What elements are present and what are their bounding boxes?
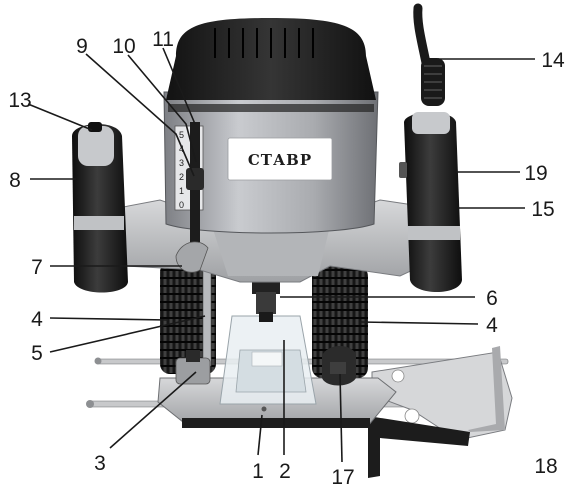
depth-scale: 0 1 2 3 4 5 [174,122,204,242]
fine-adjust-knob [322,345,356,386]
callout-13: 13 [8,89,31,112]
callout-14: 14 [541,49,565,72]
callout-labels: 1 2 3 4 4 5 6 7 8 9 10 11 13 14 15 17 18… [8,28,565,489]
callout-17: 17 [331,466,354,489]
left-handle [72,122,128,293]
callout-11: 11 [152,28,174,51]
leader-9 [85,53,195,177]
leader-4b [359,321,479,325]
right-handle [399,112,462,292]
scale-tick-4: 4 [179,144,184,154]
leader-13 [27,103,93,131]
scale-tick-2: 2 [179,172,184,182]
scale-tick-0: 0 [179,200,184,210]
callout-19: 19 [524,162,547,185]
leader-4a [49,317,169,321]
leader-lines [27,47,535,463]
chip-guard [219,315,317,405]
motor-top-cap [166,18,376,100]
callout-10: 10 [112,35,135,58]
callout-8: 8 [9,169,21,192]
callout-4-right: 4 [486,314,498,337]
parallel-guide-fence [368,346,513,478]
callout-15: 15 [531,198,554,221]
callout-4-left: 4 [31,308,43,331]
power-cord [413,3,445,106]
collet [252,280,280,322]
callout-2: 2 [279,460,291,483]
leader-3 [109,371,197,449]
leader-11 [162,47,196,125]
brand-label: СТАВР [248,151,312,169]
scale-tick-5: 5 [179,130,184,140]
callout-7: 7 [31,256,43,279]
callout-3: 3 [94,452,106,475]
callout-6: 6 [486,287,498,310]
scale-tick-1: 1 [179,186,184,196]
leader-5 [49,315,206,353]
callout-5: 5 [31,342,43,365]
scale-tick-3: 3 [179,158,184,168]
turret-stop [175,350,211,385]
leader-17 [339,373,343,463]
column-springs [160,262,368,378]
brand-plate: СТАВР [227,137,333,181]
callout-18: 18 [534,455,557,478]
leader-1 [257,414,263,456]
router-illustration: СТАВР 0 1 2 3 4 5 [72,3,513,478]
callout-1: 1 [252,460,264,483]
leader-10 [127,54,197,163]
callout-9: 9 [76,35,88,58]
